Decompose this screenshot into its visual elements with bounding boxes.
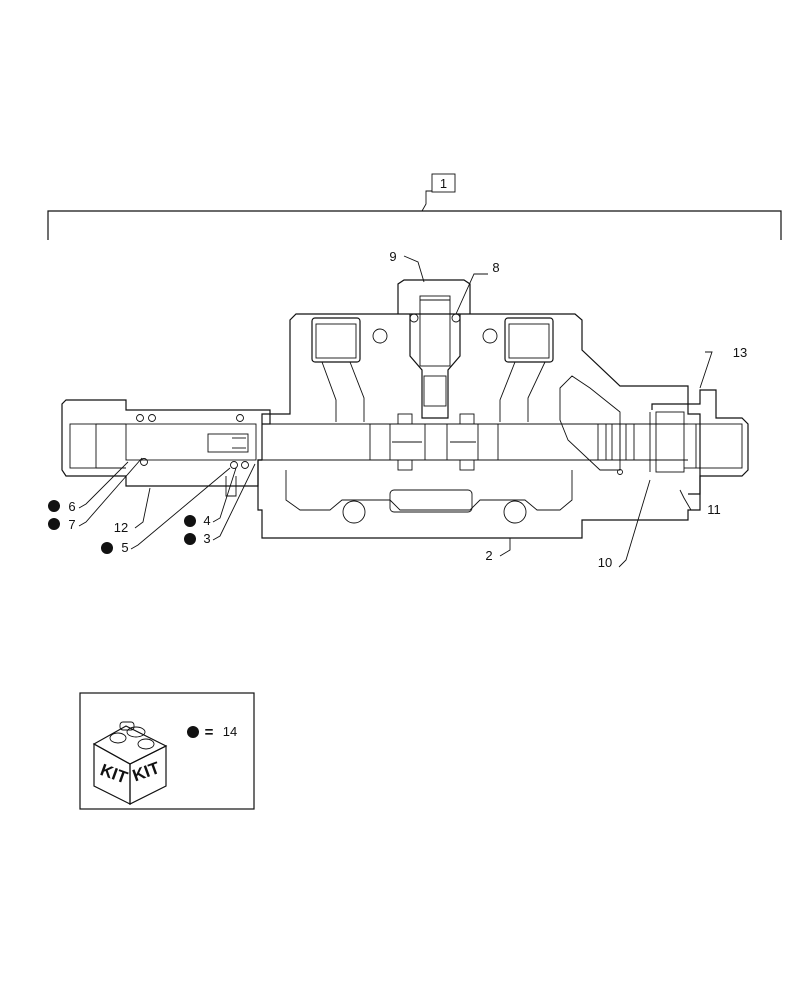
kit-bullet-icon (48, 518, 60, 530)
callout-2: 2 (485, 548, 492, 563)
kit-bullet-icon (101, 542, 113, 554)
callout-11: 11 (707, 502, 721, 517)
right-end-cap (649, 389, 749, 495)
callout-6: 6 (68, 499, 75, 514)
kit-box-icon: KIT KIT (92, 721, 168, 805)
kit-bullet-icon (184, 515, 196, 527)
valve-body (257, 313, 701, 539)
callout-8: 8 (492, 260, 499, 275)
callout-labels: 2 3 4 5 6 7 8 9 10 11 12 13 (68, 249, 747, 570)
callout-leaders (78, 255, 713, 568)
kit-bullet-icon (187, 726, 199, 738)
assembly-label: 1 (440, 176, 447, 191)
kit-equals-sign: = (205, 724, 214, 741)
callout-5: 5 (121, 540, 128, 555)
left-end-cap (61, 399, 271, 497)
callout-9: 9 (389, 249, 396, 264)
top-relief-valve (397, 279, 471, 419)
callout-12: 12 (114, 520, 128, 535)
kit-bullet-icon (48, 500, 60, 512)
kit-bullet-icon (184, 533, 196, 545)
callout-3: 3 (203, 531, 210, 546)
callout-7: 7 (68, 517, 75, 532)
svg-text:KIT: KIT (98, 760, 131, 787)
callout-13: 13 (733, 345, 747, 360)
kit-bullets (48, 500, 196, 554)
kit-part-number: 14 (223, 724, 237, 739)
callout-10: 10 (598, 555, 612, 570)
kit-legend: KIT KIT = 14 (79, 692, 255, 810)
callout-4: 4 (203, 513, 210, 528)
assembly-bracket (47, 173, 782, 240)
